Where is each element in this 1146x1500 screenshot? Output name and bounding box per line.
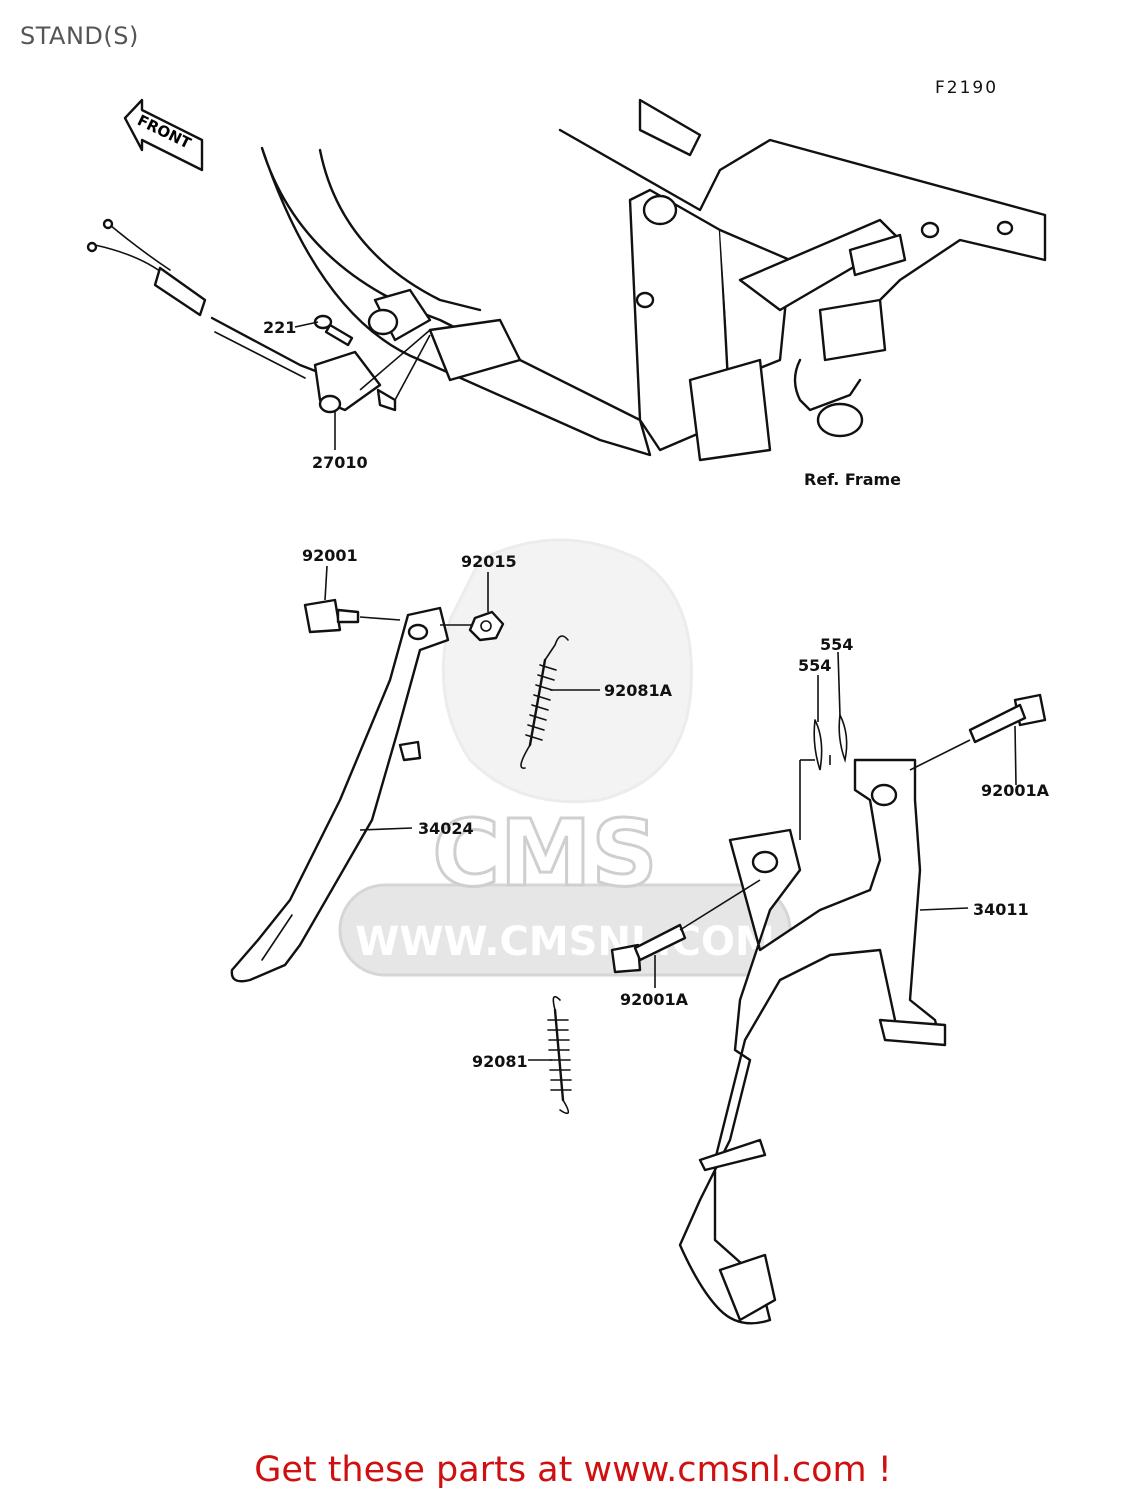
watermark: CMS WWW.CMSNL.COM xyxy=(338,538,792,977)
label-92001: 92001 xyxy=(302,546,358,565)
label-34024: 34024 xyxy=(418,819,474,838)
stand-switch-27010 xyxy=(86,218,397,414)
label-554-bottom: 554 xyxy=(798,656,831,675)
label-554-top: 554 xyxy=(820,635,853,654)
main-stand-34011 xyxy=(678,758,947,1325)
label-34011: 34011 xyxy=(973,900,1029,919)
label-92001a-right: 92001A xyxy=(981,781,1050,800)
screw-221 xyxy=(313,314,354,347)
frame-illustration xyxy=(260,98,1047,462)
watermark-brand: CMS xyxy=(432,800,657,907)
watermark-url: WWW.CMSNL.COM xyxy=(355,919,775,965)
bolt-92001a-bottom xyxy=(610,923,687,974)
label-221: 221 xyxy=(263,318,296,337)
label-92081a: 92081A xyxy=(604,681,673,700)
label-92081: 92081 xyxy=(472,1052,528,1071)
diagram-code: F2190 xyxy=(935,78,998,98)
side-stand-34024 xyxy=(230,606,450,983)
clip-554 xyxy=(813,714,848,771)
spring-92081a xyxy=(520,635,569,769)
footer-link[interactable]: Get these parts at www.cmsnl.com ! xyxy=(254,1450,892,1490)
bolt-92001a-right xyxy=(968,693,1047,744)
bolt-92001 xyxy=(303,598,360,634)
label-92015: 92015 xyxy=(461,552,517,571)
spring-92081 xyxy=(547,995,572,1115)
label-27010: 27010 xyxy=(312,453,368,472)
front-arrow-icon: FRONT xyxy=(123,98,204,172)
label-ref-frame: Ref. Frame xyxy=(804,470,901,489)
page-title: STAND(S) xyxy=(20,22,139,50)
nut-92015 xyxy=(468,610,505,642)
leader-lines xyxy=(294,321,1017,1061)
label-92001a-bottom: 92001A xyxy=(620,990,689,1009)
